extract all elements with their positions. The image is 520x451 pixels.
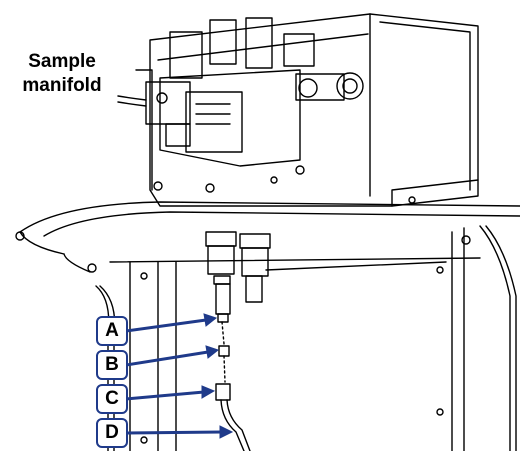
callout-arrowhead-a xyxy=(203,313,218,327)
title-line-1: Sample xyxy=(28,51,96,72)
manifold-housing xyxy=(135,13,479,207)
callout-arrowhead-b xyxy=(205,345,220,359)
callout-arrow-c xyxy=(124,390,206,401)
lower-frame xyxy=(95,225,517,451)
callout-label-c: C xyxy=(96,384,128,414)
callout-arrowhead-c xyxy=(201,385,216,399)
callout-label-a: A xyxy=(96,316,128,346)
callout-arrow-b xyxy=(124,350,210,367)
sample-manifold-label: Sample manifold xyxy=(6,50,118,98)
callout-arrowhead-d xyxy=(219,425,234,439)
base-plate xyxy=(15,201,520,273)
valve-block xyxy=(117,17,364,167)
callout-label-b: B xyxy=(96,350,128,380)
callout-label-d: D xyxy=(96,418,128,448)
title-line-2: manifold xyxy=(22,75,102,96)
lower-fittings xyxy=(205,231,271,451)
callout-arrow-a xyxy=(124,318,208,333)
callout-arrow-d xyxy=(124,430,224,435)
